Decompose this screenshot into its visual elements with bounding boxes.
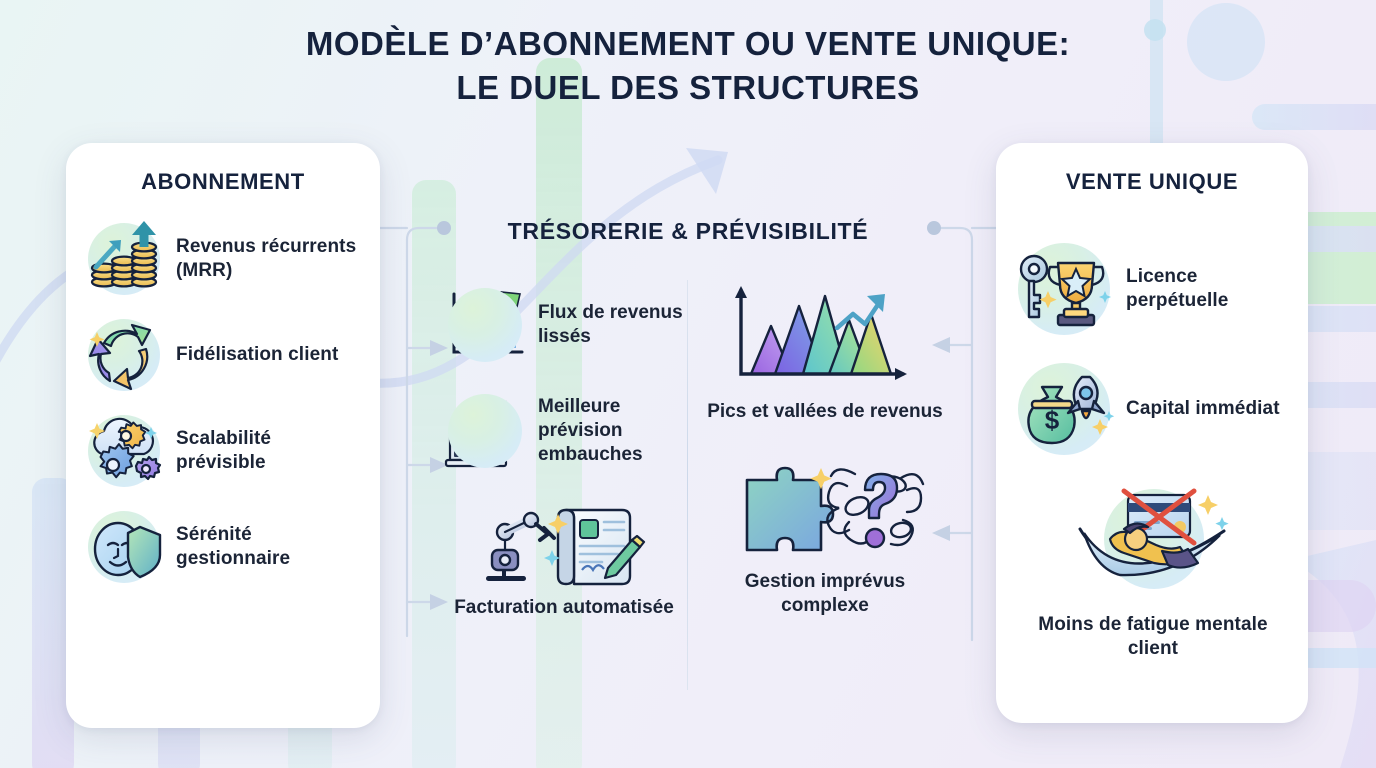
list-item[interactable]: Meilleure prévision embauches [440, 386, 688, 476]
list-item[interactable]: Scalabilité prévisible [66, 403, 380, 499]
money-bag-rocket-icon: $ [1012, 357, 1116, 461]
card-one-time-sale-title: VENTE UNIQUE [1065, 169, 1239, 194]
list-item[interactable]: Gestion imprévus complexe [700, 460, 950, 618]
rising-area-chart-icon [440, 280, 530, 370]
title-line-2: LE DUEL DES STRUCTURES [456, 69, 920, 106]
puzzle-question-mark-icon [725, 460, 925, 568]
page-title: MODÈLE D’ABONNEMENT OU VENTE UNIQUE: LE … [0, 22, 1376, 110]
list-item[interactable]: Fidélisation client [66, 307, 380, 403]
list-item-label: Pics et vallées de revenus [707, 401, 943, 422]
svg-text:$: $ [1045, 405, 1060, 435]
list-item[interactable]: $ Capital immédiat [996, 349, 1308, 469]
cloud-gears-icon [82, 409, 166, 493]
list-item-label: Meilleure prévision embauches [538, 396, 643, 465]
card-one-time-sale-list: Licence perpétuelle [996, 229, 1308, 667]
centre-left-column: Flux de revenus lissés [440, 280, 688, 636]
list-item[interactable]: Flux de revenus lissés [440, 280, 688, 370]
list-item[interactable]: Facturation automatisée [440, 494, 688, 620]
list-item-label: Gestion imprévus complexe [744, 571, 906, 616]
key-trophy-icon [1012, 237, 1116, 341]
hammock-no-card-icon [1058, 481, 1248, 601]
robot-arm-invoice-icon [474, 494, 654, 594]
list-item-label: Capital immédiat [1126, 398, 1280, 419]
list-item[interactable]: Sérénité gestionnaire [66, 499, 380, 595]
office-building-arrow-icon [440, 386, 530, 476]
title-line-1: MODÈLE D’ABONNEMENT OU VENTE UNIQUE: [305, 25, 1071, 62]
spiky-peaks-chart-icon [725, 280, 925, 398]
centre-divider [687, 280, 688, 690]
calm-face-shield-icon [82, 505, 166, 589]
list-item-label: Moins de fatigue mentale client [1038, 614, 1268, 659]
list-item-label: Sérénité gestionnaire [176, 524, 291, 569]
centre-right-column: Pics et vallées de revenus [700, 280, 950, 634]
list-item-label: Scalabilité prévisible [176, 428, 272, 473]
card-subscription-list: Revenus récurrents (MRR) [66, 211, 380, 595]
list-item[interactable]: Pics et vallées de revenus [700, 280, 950, 424]
list-item-label: Flux de revenus lissés [538, 302, 683, 347]
centre-band-title: TRÉSORERIE & PRÉVISIBILITÉ [507, 218, 869, 244]
list-item[interactable]: Licence perpétuelle [996, 229, 1308, 349]
list-item[interactable]: Moins de fatigue mentale client [996, 475, 1308, 667]
list-item-label: Facturation automatisée [454, 597, 674, 618]
recycle-loop-arrows-icon [82, 313, 166, 397]
card-subscription-title: ABONNEMENT [141, 169, 305, 194]
list-item-label: Fidélisation client [176, 344, 339, 365]
list-item-label: Licence perpétuelle [1126, 266, 1229, 311]
